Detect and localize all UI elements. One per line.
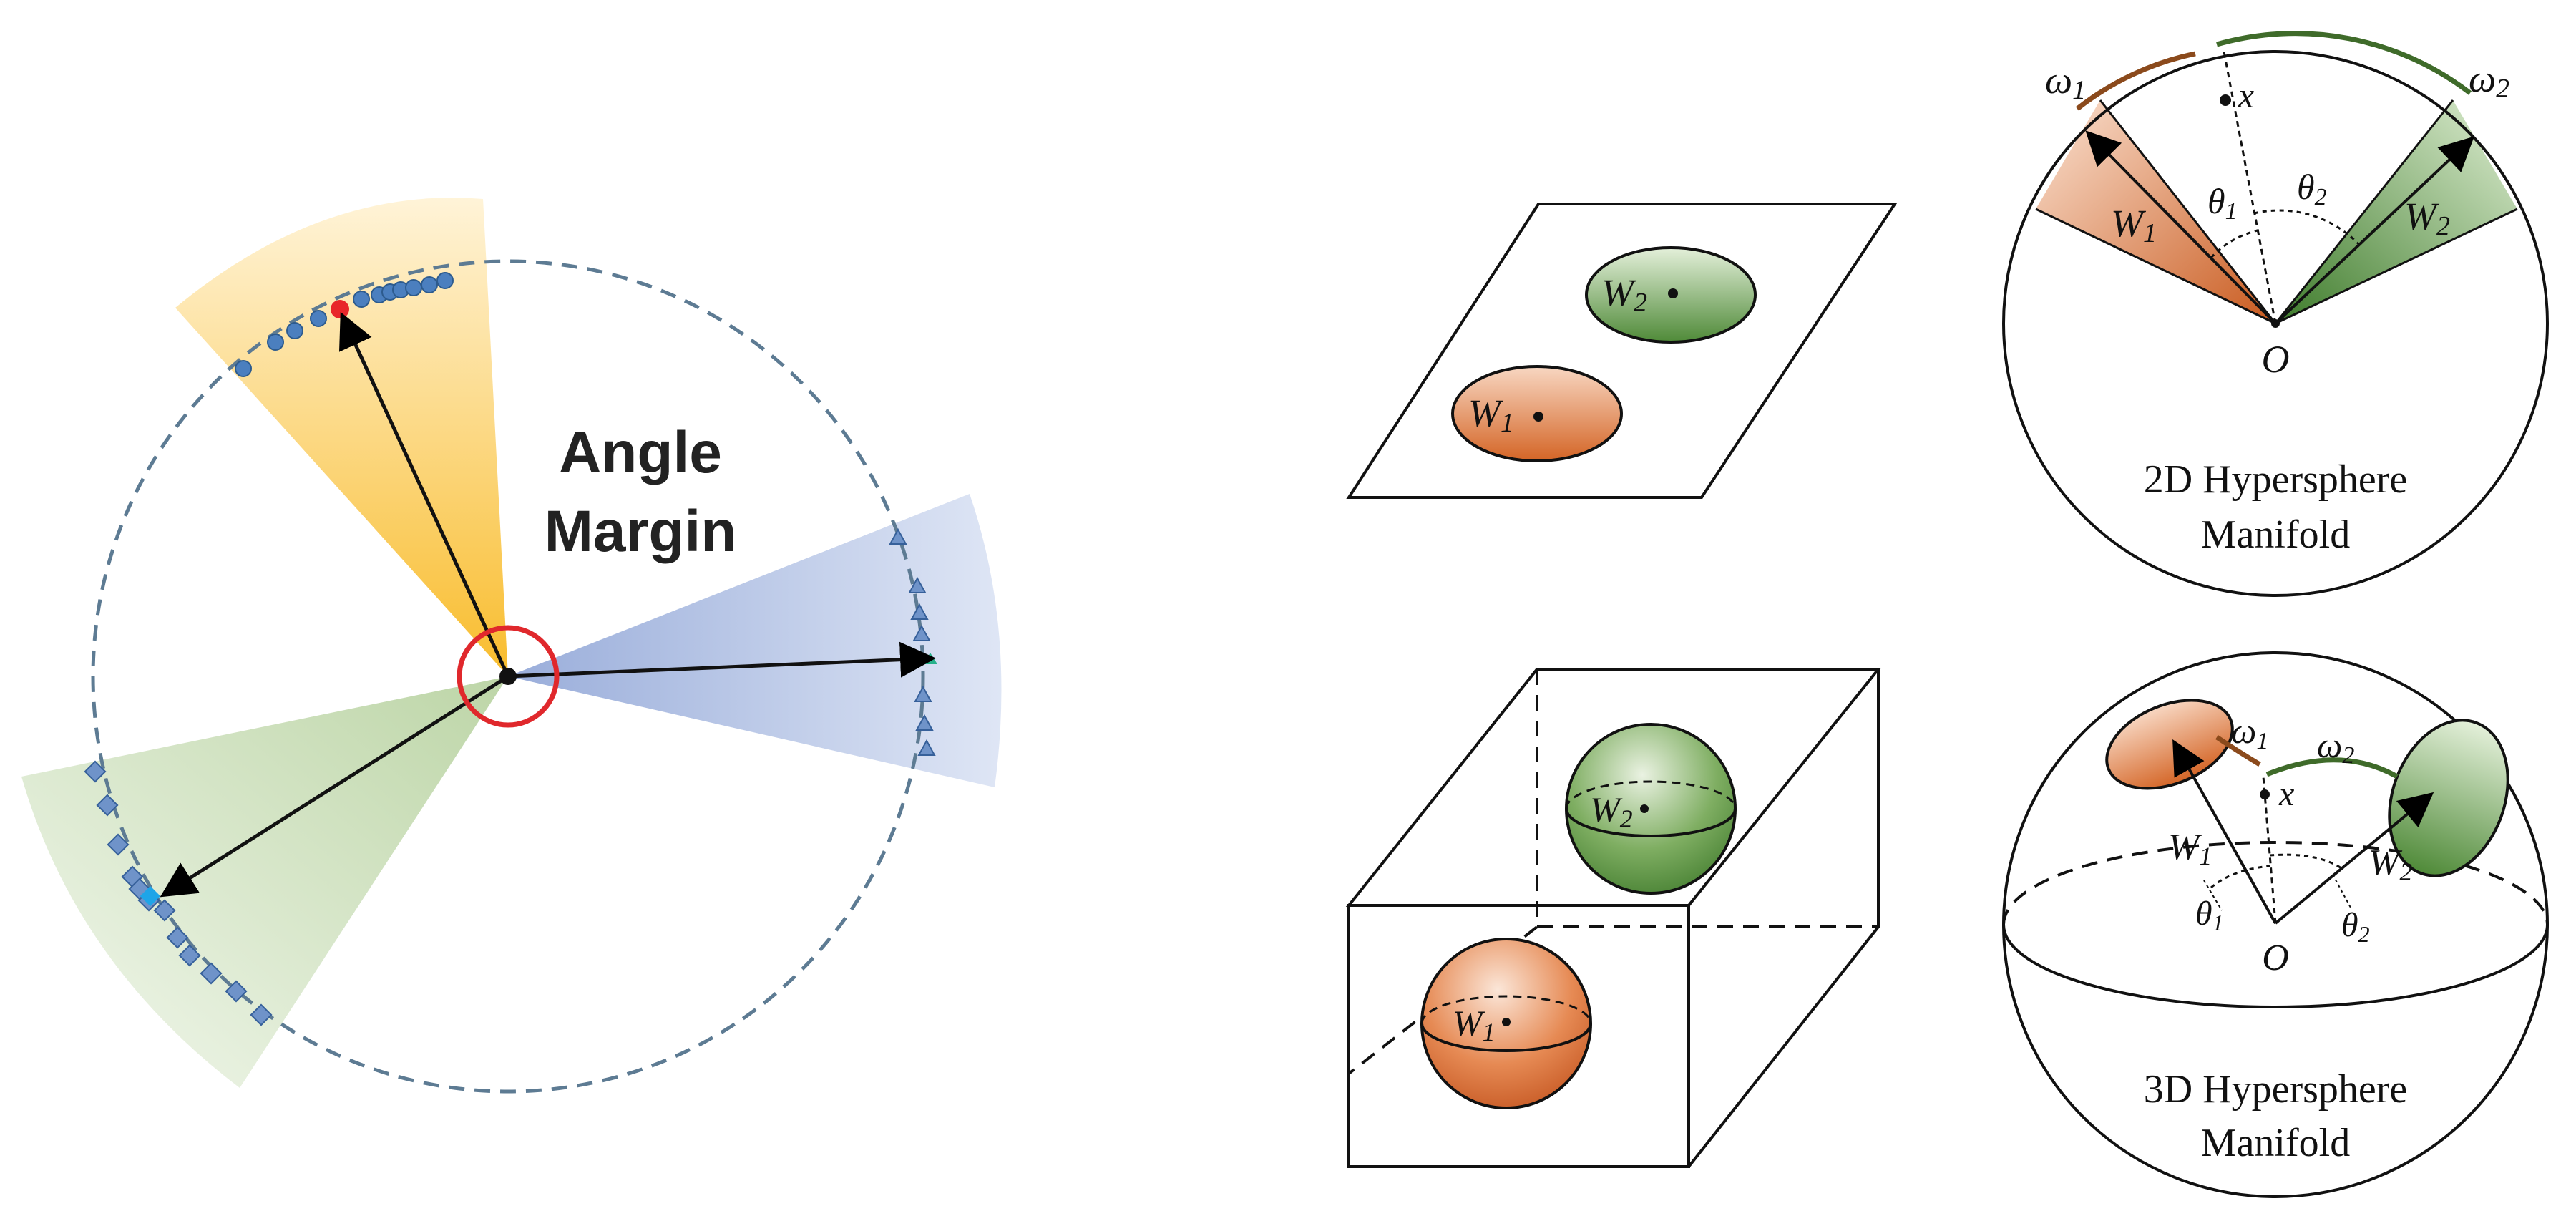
w2-sphere-equator-back <box>1565 780 1737 809</box>
box-w2-label: W2 <box>1590 789 1633 833</box>
w1-center-dot <box>1533 412 1543 422</box>
x-dashed-line-3d <box>2262 776 2277 924</box>
hypersphere-2d-panel: ω1 ω2 x θ1 θ2 W1 W2 O 2D Hypersphere Man… <box>2002 31 2549 597</box>
hyper2d-w1-label: W1 <box>2111 202 2157 248</box>
w2-sphere-equator-front <box>1565 808 1737 837</box>
hyper2d-w2-label: W2 <box>2404 195 2450 241</box>
w2-arrow <box>2274 136 2474 325</box>
yellow-cluster-points <box>235 272 454 377</box>
theta1-arc <box>2210 229 2258 259</box>
margin-circle <box>457 625 560 728</box>
w1-sphere-equator-front <box>1420 1023 1592 1052</box>
omega2-label-3d: ω2 <box>2317 725 2354 769</box>
w2-sector-edge-b <box>2275 208 2518 325</box>
arrow-blue <box>507 641 936 679</box>
theta2-label: θ2 <box>2297 167 2327 210</box>
angle-margin-label-line2: Margin <box>545 499 737 564</box>
hyper3d-caption-line1: 3D Hypersphere <box>2144 1067 2408 1112</box>
hyper3d-caption-line2: Manifold <box>2201 1121 2350 1165</box>
plane-2d-panel: W2 W1 <box>1346 203 1898 499</box>
plane-parallelogram <box>1346 203 1898 499</box>
green-cluster-points <box>84 760 273 1026</box>
theta1-label-3d: θ1 <box>2195 895 2224 935</box>
hyper2d-caption-line2: Manifold <box>2201 512 2350 557</box>
w1-sphere-equator-back <box>1420 995 1592 1024</box>
w2-arrow-3d <box>2274 792 2434 925</box>
w2-sphere-dot <box>1640 804 1649 813</box>
w1-sphere-dot <box>1502 1018 1511 1026</box>
green-center-point <box>140 885 161 907</box>
hyper2d-origin-label: O <box>2262 338 2290 381</box>
omega1-label-3d: ω1 <box>2231 711 2268 754</box>
omega1-arc-3d <box>2215 735 2261 767</box>
hyper3d-w2-label: W2 <box>2368 842 2412 886</box>
hyper3d-origin-label: O <box>2262 938 2289 978</box>
omega2-label: ω2 <box>2469 57 2509 104</box>
w2-sector-edge-a <box>2274 99 2454 324</box>
x-dashed-line <box>2223 51 2277 324</box>
plane-w1-label: W1 <box>1468 392 1514 438</box>
blue-cluster-points <box>889 527 936 756</box>
plane-w2-label: W2 <box>1601 271 1647 318</box>
w1-sector-edge-a <box>2035 208 2276 325</box>
theta1-leader <box>2203 880 2223 911</box>
hyper2d-caption-line1: 2D Hypersphere <box>2144 457 2408 502</box>
w2-center-dot <box>1668 288 1678 298</box>
w1-arrow <box>2085 130 2277 325</box>
hypersphere-2d-origin <box>2271 319 2280 328</box>
w1-cap <box>2105 699 2234 790</box>
yellow-sector <box>175 198 508 676</box>
origin-point <box>499 668 517 685</box>
angle-margin-label-line1: Angle <box>559 420 722 485</box>
theta2-arc-3d <box>2269 853 2344 871</box>
equator-front <box>2002 924 2549 1008</box>
arrow-yellow <box>339 311 510 678</box>
w2-cap <box>2388 719 2509 877</box>
hypersphere-2d-circle <box>2002 50 2549 597</box>
theta2-label-3d: θ2 <box>2341 906 2370 947</box>
theta1-label: θ1 <box>2207 181 2238 225</box>
theta2-leader <box>2332 874 2351 908</box>
box-front-face <box>1347 904 1690 1168</box>
hyper3d-w1-label: W1 <box>2168 827 2212 870</box>
x-point-3d <box>2260 789 2270 799</box>
green-sector <box>21 676 508 1088</box>
yellow-center-point <box>331 300 349 318</box>
x-label: x <box>2238 75 2254 115</box>
box-3d-spheres: W2 W1 <box>1420 723 1737 1109</box>
theta1-arc-3d <box>2210 865 2270 889</box>
theta2-arc <box>2253 209 2363 248</box>
w1-sector-edge-b <box>2099 99 2277 324</box>
blue-sector <box>508 494 1002 787</box>
arrow-green <box>160 674 509 898</box>
omega1-arc <box>2075 51 2196 111</box>
omega2-arc-3d <box>2265 757 2399 779</box>
hypersphere-3d-panel: ω1 ω2 x W1 W2 θ1 θ2 O 3D Hypersphere Man… <box>2002 651 2549 1198</box>
box-right-edges <box>1687 669 1880 1168</box>
w1-arrow-3d <box>2172 739 2277 924</box>
angle-margin-panel: Angle Margin <box>21 198 1002 1094</box>
x-point <box>2220 94 2231 106</box>
omega1-label: ω1 <box>2045 59 2086 105</box>
box-w1-label: W1 <box>1453 1003 1496 1046</box>
omega2-arc <box>2216 31 2472 95</box>
x-label-3d: x <box>2278 775 2294 813</box>
equator-back <box>2002 841 2549 925</box>
